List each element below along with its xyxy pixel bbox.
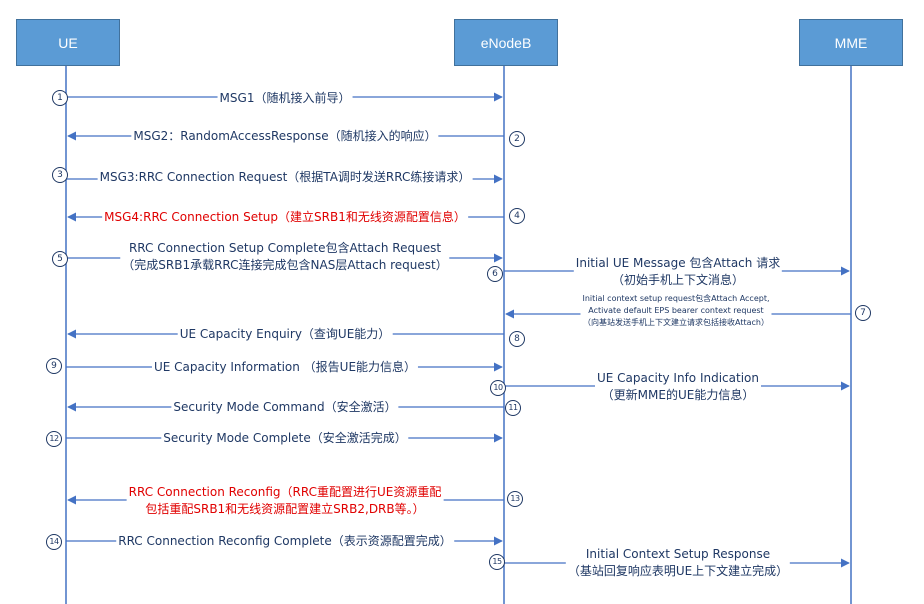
message-text-line: （初始手机上下文消息） xyxy=(611,273,745,287)
message-text-line: RRC Connection Reconfig Complete（表示资源配置完… xyxy=(118,534,452,548)
message-label-14: RRC Connection Reconfig Complete（表示资源配置完… xyxy=(116,533,454,550)
step-number-3: 3 xyxy=(52,167,68,183)
step-number-15: 15 xyxy=(489,554,505,570)
message-text-line: UE Capacity Information （报告UE能力信息） xyxy=(153,360,417,374)
step-number-14: 14 xyxy=(46,534,62,550)
step-number-7: 7 xyxy=(855,305,871,321)
message-label-8: UE Capacity Enquiry（查询UE能力） xyxy=(177,326,393,343)
step-number-12: 12 xyxy=(46,431,62,447)
message-text-line: Initial Context Setup Response xyxy=(585,547,771,561)
step-number-2: 2 xyxy=(509,131,525,147)
message-label-11: Security Mode Command（安全激活） xyxy=(171,399,399,416)
message-text-line: MSG2：RandomAccessResponse（随机接入的响应） xyxy=(133,129,437,143)
step-number-6: 6 xyxy=(487,266,503,282)
message-text-line: RRC Connection Setup Complete包含Attach Re… xyxy=(128,241,442,255)
actor-ue: UE xyxy=(16,19,120,66)
step-number-13: 13 xyxy=(507,491,523,507)
step-number-8: 8 xyxy=(509,331,525,347)
message-text-line: （基站回复响应表明UE上下文建立完成） xyxy=(567,564,789,578)
message-label-15: Initial Context Setup Response （基站回复响应表明U… xyxy=(565,546,791,580)
message-label-5: RRC Connection Setup Complete包含Attach Re… xyxy=(120,240,450,274)
message-text-line: （完成SRB1承载RRC连接完成包含NAS层Attach request） xyxy=(122,258,448,272)
message-text-line: MSG3:RRC Connection Request（根据TA调时发送RRC练… xyxy=(99,170,471,184)
message-text-line: Security Mode Complete（安全激活完成） xyxy=(163,431,407,445)
step-number-9: 9 xyxy=(46,358,62,374)
message-label-12: Security Mode Complete（安全激活完成） xyxy=(161,430,409,447)
step-number-10: 10 xyxy=(490,380,506,396)
step-number-5: 5 xyxy=(52,251,68,267)
message-label-3: MSG3:RRC Connection Request（根据TA调时发送RRC练… xyxy=(97,169,473,186)
message-label-2: MSG2：RandomAccessResponse（随机接入的响应） xyxy=(131,128,439,145)
message-text-line: Initial context setup request包含Attach Ac… xyxy=(582,294,770,303)
message-text-line: RRC Connection Reconfig（RRC重配置进行UE资源重配 xyxy=(128,485,442,499)
message-label-6: Initial UE Message 包含Attach 请求 （初始手机上下文消息… xyxy=(573,255,783,289)
message-text-line: Initial UE Message 包含Attach 请求 xyxy=(575,256,781,270)
actor-mme: MME xyxy=(799,19,903,66)
message-text-line: 包括重配SRB1和无线资源配置建立SRB2,DRB等。） xyxy=(145,502,425,516)
step-number-11: 11 xyxy=(505,400,521,416)
step-number-4: 4 xyxy=(509,208,525,224)
message-label-4: MSG4:RRC Connection Setup（建立SRB1和无线资源配置信… xyxy=(102,209,468,226)
message-text-line: MSG4:RRC Connection Setup（建立SRB1和无线资源配置信… xyxy=(104,210,466,224)
message-text-line: UE Capacity Info Indication xyxy=(597,371,759,385)
message-label-10: UE Capacity Info Indication （更新MME的UE能力信息… xyxy=(595,370,761,404)
message-text-line: Security Mode Command（安全激活） xyxy=(173,400,397,414)
message-text-line: UE Capacity Enquiry（查询UE能力） xyxy=(179,327,391,341)
message-label-1: MSG1（随机接入前导） xyxy=(217,90,353,107)
actor-enodeb: eNodeB xyxy=(454,19,558,66)
message-text-line: MSG1（随机接入前导） xyxy=(219,91,351,105)
message-label-13: RRC Connection Reconfig（RRC重配置进行UE资源重配包括… xyxy=(126,484,444,518)
message-label-9: UE Capacity Information （报告UE能力信息） xyxy=(151,359,419,376)
step-number-1: 1 xyxy=(52,90,68,106)
message-text-line: （向基站发送手机上下文建立请求包括接收Attach） xyxy=(583,318,769,327)
message-text-line: Activate default EPS bearer context requ… xyxy=(588,306,764,315)
message-text-line: （更新MME的UE能力信息） xyxy=(601,388,755,402)
message-label-7: Initial context setup request包含Attach Ac… xyxy=(580,293,772,329)
